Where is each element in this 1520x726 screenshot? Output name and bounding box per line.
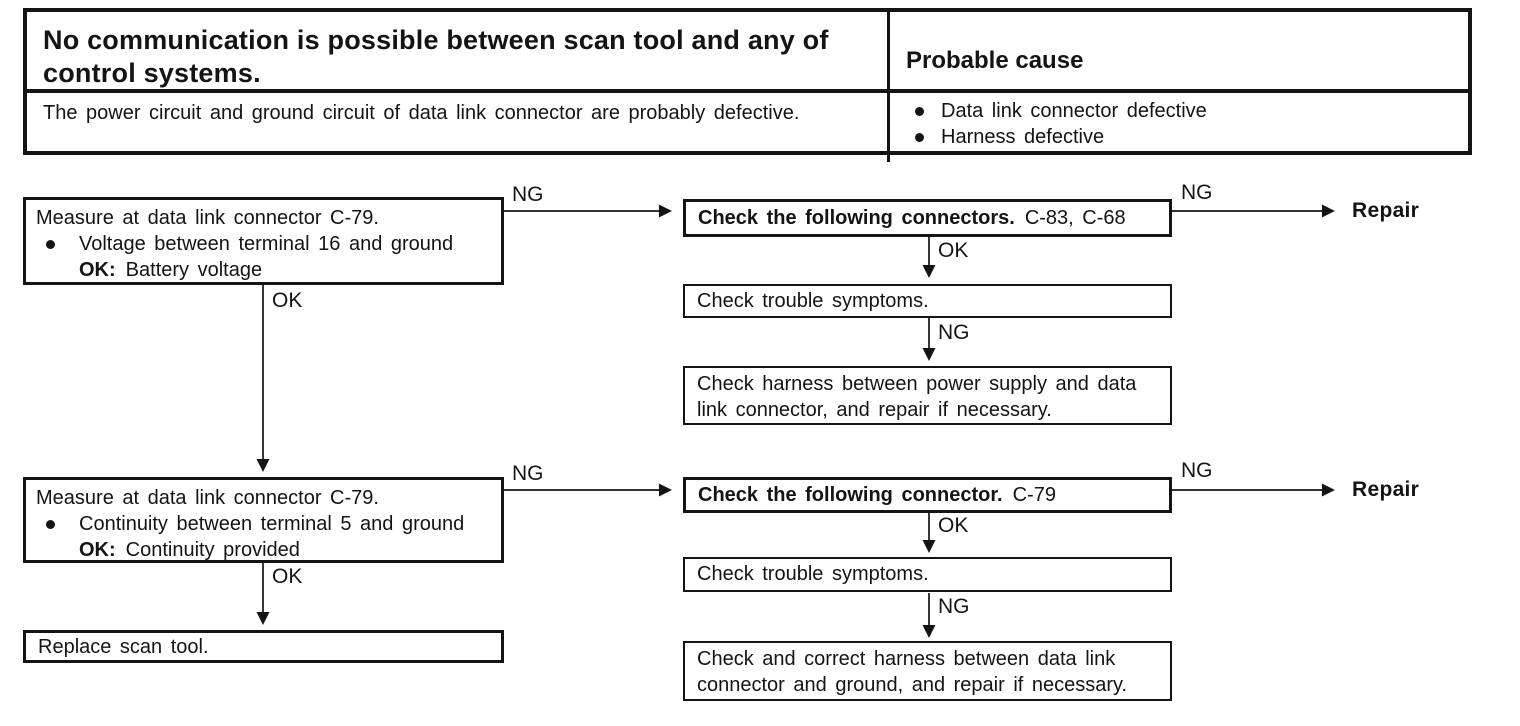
probable-cause-list: Data link connector defective Harness de…: [887, 93, 1468, 162]
box-ok-line: OK: Battery voltage: [79, 257, 491, 283]
ok-prefix: OK:: [79, 539, 116, 561]
problem-comment: The power circuit and ground circuit of …: [43, 102, 800, 124]
ng-label: NG: [938, 595, 970, 618]
ok-label: OK: [272, 565, 303, 588]
box-text: Check harness between power supply and d…: [697, 373, 1137, 421]
ng-label: NG: [512, 462, 544, 485]
bullet-text: Continuity between terminal 5 and ground: [79, 513, 465, 535]
header-table: No communication is possible between sca…: [23, 8, 1472, 162]
check-connector-box: Check the following connector. C-79: [683, 477, 1172, 513]
box-detail: C-79: [1012, 483, 1056, 506]
box-text: Replace scan tool.: [38, 635, 209, 658]
check-harness-power-box: Check harness between power supply and d…: [683, 366, 1172, 425]
replace-scan-tool-box: Replace scan tool.: [23, 630, 504, 663]
cause-list-item: Data link connector defective: [906, 100, 1452, 123]
cause-text: Data link connector defective: [941, 100, 1207, 122]
bullet-icon: [915, 133, 924, 142]
check-trouble-symptoms-box-2: Check trouble symptoms.: [683, 557, 1172, 592]
box-detail: C-83, C-68: [1024, 206, 1126, 229]
measure-continuity-box: Measure at data link connector C-79. Con…: [23, 477, 504, 563]
box-title: Measure at data link connector C-79.: [36, 487, 379, 509]
box-text: Check trouble symptoms.: [697, 289, 929, 312]
ng-label: NG: [1181, 459, 1213, 482]
check-harness-ground-box: Check and correct harness between data l…: [683, 641, 1172, 701]
check-connectors-box: Check the following connectors. C-83, C-6…: [683, 199, 1172, 237]
box-bold-text: Check the following connector.: [698, 483, 1003, 506]
ok-result: Battery voltage: [125, 259, 263, 281]
bullet-icon: [46, 239, 55, 249]
box-title: Measure at data link connector C-79.: [36, 207, 379, 229]
repair-terminal: Repair: [1352, 478, 1420, 501]
ok-label: OK: [272, 289, 303, 312]
box-text: Check trouble symptoms.: [697, 563, 929, 585]
ng-label: NG: [1181, 181, 1213, 204]
bullet-text: Voltage between terminal 16 and ground: [79, 233, 454, 255]
probable-cause-heading: Probable cause: [906, 47, 1084, 74]
problem-title-cell: No communication is possible between sca…: [27, 12, 887, 93]
ok-prefix: OK:: [79, 259, 116, 281]
box-bold-text: Check the following connectors.: [698, 206, 1015, 229]
ng-label: NG: [938, 321, 970, 344]
probable-cause-heading-cell: Probable cause: [887, 12, 1468, 93]
box-bullet-line: Continuity between terminal 5 and ground: [36, 511, 491, 537]
check-trouble-symptoms-box-1: Check trouble symptoms.: [683, 284, 1172, 318]
cause-text: Harness defective: [941, 126, 1105, 148]
ok-result: Continuity provided: [125, 539, 300, 561]
problem-title: No communication is possible between sca…: [43, 25, 829, 88]
box-bullet-line: Voltage between terminal 16 and ground: [36, 231, 491, 257]
ok-label: OK: [938, 239, 969, 262]
cause-list-item: Harness defective: [906, 126, 1452, 149]
ok-label: OK: [938, 514, 969, 537]
box-ok-line: OK: Continuity provided: [79, 537, 491, 563]
measure-voltage-box: Measure at data link connector C-79. Vol…: [23, 197, 504, 285]
ng-label: NG: [512, 183, 544, 206]
bullet-icon: [46, 519, 55, 529]
problem-comment-cell: The power circuit and ground circuit of …: [27, 93, 887, 162]
repair-terminal: Repair: [1352, 199, 1420, 222]
box-text: Check and correct harness between data l…: [697, 648, 1128, 696]
bullet-icon: [915, 107, 924, 116]
